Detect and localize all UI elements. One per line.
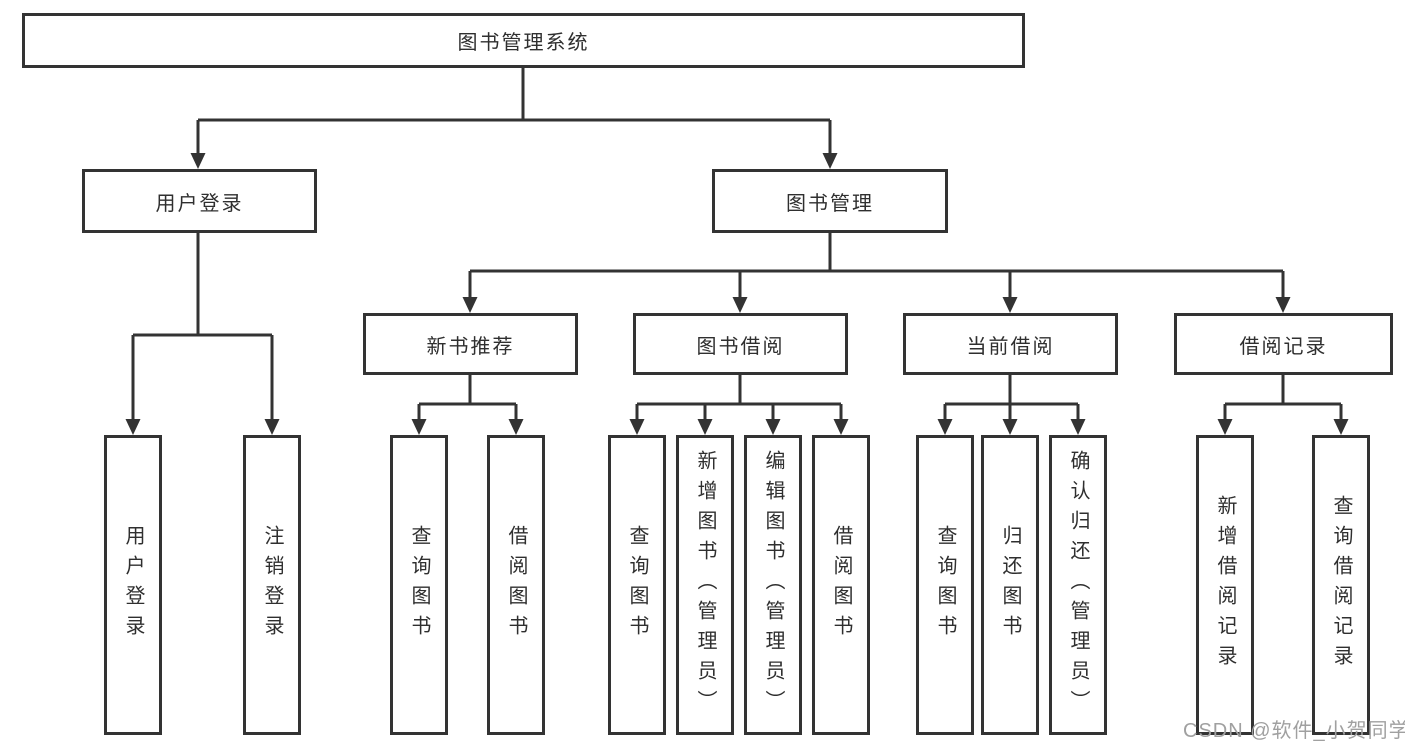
leaf-borrow-books-newrec: 借阅图书 bbox=[487, 435, 545, 735]
connector-root-to-level2 bbox=[196, 68, 832, 154]
connector-userlogin-to-leaves bbox=[131, 232, 274, 420]
connector-records-to-leaves bbox=[1223, 375, 1343, 420]
leaf-return-books: 归还图书 bbox=[981, 435, 1039, 735]
node-label: 借阅图书 bbox=[830, 525, 852, 645]
connector-current-to-leaves bbox=[943, 375, 1080, 420]
node-label: 查询图书 bbox=[626, 525, 648, 645]
leaf-borrow-books: 借阅图书 bbox=[812, 435, 870, 735]
node-label: 新增图书（管理员） bbox=[694, 450, 716, 720]
node-label: 编辑图书（管理员） bbox=[762, 450, 784, 720]
node-label: 当前借阅 bbox=[966, 335, 1055, 358]
leaf-user-login: 用户登录 bbox=[104, 435, 162, 735]
node-current-borrowing: 当前借阅 bbox=[903, 313, 1118, 375]
node-borrowing-records: 借阅记录 bbox=[1174, 313, 1393, 375]
node-label: 查询图书 bbox=[408, 525, 430, 645]
connector-borrow-to-leaves bbox=[635, 375, 843, 420]
leaf-add-borrow-record: 新增借阅记录 bbox=[1196, 435, 1254, 735]
node-user-login: 用户登录 bbox=[82, 169, 317, 233]
node-label: 查询借阅记录 bbox=[1330, 495, 1352, 675]
arrowheads bbox=[125, 153, 1349, 435]
leaf-query-borrow-record: 查询借阅记录 bbox=[1312, 435, 1370, 735]
leaf-query-books-newrec: 查询图书 bbox=[390, 435, 448, 735]
leaf-add-books-admin: 新增图书（管理员） bbox=[676, 435, 734, 735]
leaf-query-books-borrowing: 查询图书 bbox=[608, 435, 666, 735]
node-label: 图书借阅 bbox=[696, 335, 785, 358]
node-label: 借阅图书 bbox=[505, 525, 527, 645]
node-label: 图书管理 bbox=[786, 192, 874, 215]
node-label: 图书管理系统 bbox=[457, 32, 590, 54]
connector-newbook-to-leaves bbox=[417, 375, 518, 420]
node-label: 新增借阅记录 bbox=[1214, 495, 1236, 675]
leaf-edit-books-admin: 编辑图书（管理员） bbox=[744, 435, 802, 735]
node-label: 用户登录 bbox=[155, 192, 244, 215]
leaf-confirm-return-admin: 确认归还（管理员） bbox=[1049, 435, 1107, 735]
node-label: 归还图书 bbox=[999, 525, 1021, 645]
node-book-management: 图书管理 bbox=[712, 169, 948, 233]
connector-bookmgmt-to-level3 bbox=[468, 232, 1285, 298]
leaf-logout: 注销登录 bbox=[243, 435, 301, 735]
node-label: 查询图书 bbox=[934, 525, 956, 645]
node-book-borrowing: 图书借阅 bbox=[633, 313, 848, 375]
node-label: 确认归还（管理员） bbox=[1067, 450, 1089, 720]
node-label: 用户登录 bbox=[122, 525, 144, 645]
leaf-query-books-current: 查询图书 bbox=[916, 435, 974, 735]
node-new-book-recommendation: 新书推荐 bbox=[363, 313, 578, 375]
csdn-watermark: CSDN @软件_小贺同学 bbox=[1183, 720, 1405, 742]
node-label: 注销登录 bbox=[261, 525, 283, 645]
node-label: 借阅记录 bbox=[1239, 335, 1328, 358]
node-library-management-system: 图书管理系统 bbox=[22, 13, 1025, 68]
node-label: 新书推荐 bbox=[426, 335, 515, 358]
